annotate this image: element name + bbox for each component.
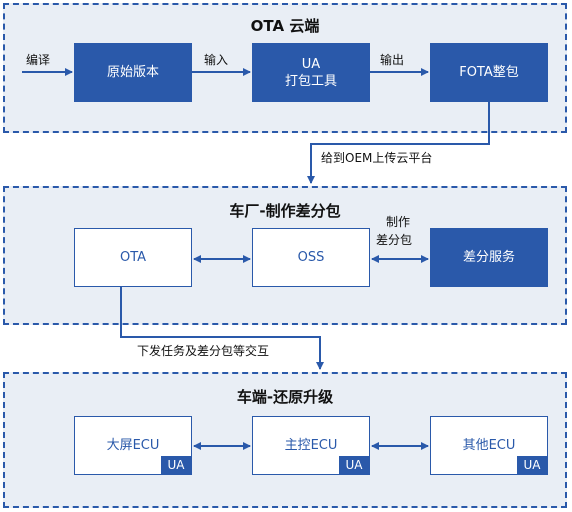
diff-service-label: 差分服务 — [462, 250, 515, 265]
main-control-ecu-label: 主控ECU — [284, 438, 338, 453]
original-version-box: 原始版本 — [74, 43, 192, 102]
fota-package-label: FOTA整包 — [459, 65, 519, 80]
other-ecu-box: 其他ECU UA — [430, 416, 548, 475]
dispatch-connector-label: 下发任务及差分包等交互 — [137, 344, 270, 358]
make-diff-label-line1: 制作 — [386, 215, 411, 229]
oss-box: OSS — [252, 228, 370, 287]
other-ecu-label: 其他ECU — [462, 438, 516, 453]
upload-arrow — [307, 102, 490, 184]
ota-label: OTA — [119, 250, 147, 265]
diff-service-box: 差分服务 — [430, 228, 548, 287]
big-screen-ua-tag: UA — [161, 456, 191, 474]
big-screen-ecu-label: 大屏ECU — [106, 438, 160, 453]
make-diff-label: 制作 差分包 — [376, 213, 412, 249]
main-control-ua-tag: UA — [339, 456, 369, 474]
original-version-label: 原始版本 — [106, 65, 159, 80]
dispatch-arrow — [120, 287, 324, 370]
factory-section-title: 车厂-制作差分包 — [229, 202, 341, 220]
ota-box: OTA — [74, 228, 192, 287]
other-ecu-ua-tag: UA — [517, 456, 547, 474]
main-control-ecu-box: 主控ECU UA — [252, 416, 370, 475]
output-label: 输出 — [380, 53, 405, 67]
make-diff-label-line2: 差分包 — [376, 233, 413, 247]
ua-tool-label-line1: UA — [301, 56, 321, 72]
ua-packaging-tool-box: UA 打包工具 — [252, 43, 370, 102]
vehicle-section-title: 车端-还原升级 — [236, 388, 334, 406]
compile-label: 编译 — [26, 53, 51, 67]
cloud-section-title: OTA 云端 — [250, 17, 320, 35]
ua-tool-label-line2: 打包工具 — [284, 73, 337, 89]
upload-connector-label: 给到OEM上传云平台 — [321, 151, 433, 165]
big-screen-ecu-box: 大屏ECU UA — [74, 416, 192, 475]
oss-label: OSS — [297, 250, 325, 265]
fota-package-box: FOTA整包 — [430, 43, 548, 102]
input-label: 输入 — [204, 53, 229, 67]
